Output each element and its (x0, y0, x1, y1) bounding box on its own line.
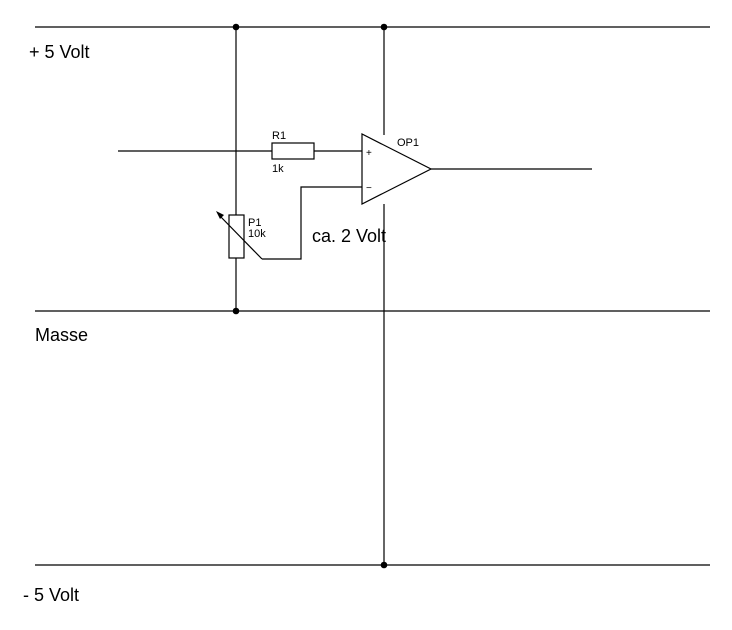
resistor-ref-label: R1 (272, 130, 286, 142)
potentiometer-p1-body (228, 214, 245, 259)
ground-rail-label: Masse (35, 325, 88, 345)
resistor-r1-body (271, 142, 315, 160)
wiper-to-minus-wire (262, 186, 362, 260)
opamp-ref-label: OP1 (397, 137, 419, 149)
opamp-op1-triangle (361, 133, 433, 205)
reference-voltage-annotation: ca. 2 Volt (312, 226, 386, 246)
pot-ref-label: P1 (248, 217, 261, 229)
negative-rail-label: - 5 Volt (23, 585, 79, 605)
opamp-minus-pin-label: − (366, 183, 372, 194)
junction-dot-ground-pot (232, 307, 240, 315)
opamp-plus-pin-label: + (366, 148, 372, 159)
junction-dot-pos-opamp (380, 23, 388, 31)
resistor-value-label: 1k (272, 163, 284, 175)
junction-dot-neg-opamp (380, 561, 388, 569)
junction-dot-pos-pot (232, 23, 240, 31)
pot-wiper-arrow-line (218, 214, 263, 260)
pot-wiper-arrowhead (216, 211, 224, 219)
positive-rail-label: + 5 Volt (29, 42, 90, 62)
pot-value-label: 10k (248, 228, 266, 240)
